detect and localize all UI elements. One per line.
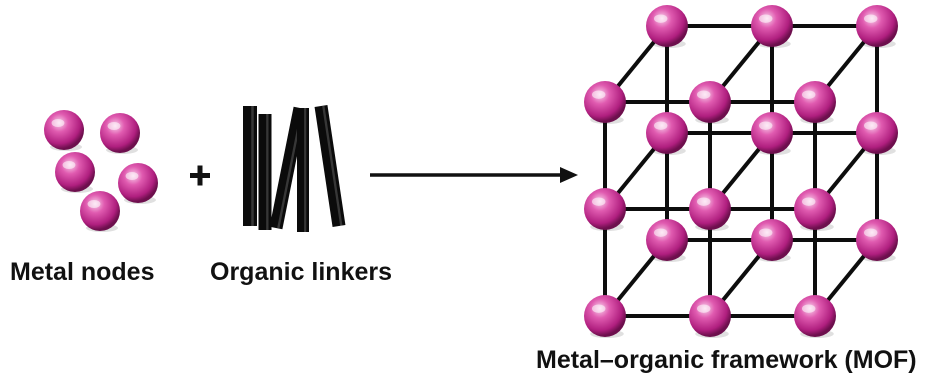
framework-node-sphere xyxy=(794,81,836,125)
framework-node-sphere xyxy=(856,5,898,49)
right-arrow-icon xyxy=(370,167,578,183)
plus-sign xyxy=(190,165,210,186)
metal-node-sphere xyxy=(44,110,84,151)
framework-node-sphere xyxy=(689,81,731,125)
metal-node-sphere xyxy=(80,191,120,232)
mof-label: Metal–organic framework (MOF) xyxy=(536,346,917,374)
framework-node-sphere xyxy=(751,5,793,49)
framework-node-sphere xyxy=(794,188,836,232)
framework-node-sphere xyxy=(856,219,898,263)
framework-node-sphere xyxy=(646,5,688,49)
framework-node-sphere xyxy=(689,295,731,339)
metal-nodes-group xyxy=(44,110,158,232)
mof-framework-edges xyxy=(603,24,879,318)
framework-node-sphere xyxy=(856,112,898,156)
organic-linkers-group xyxy=(243,105,346,232)
framework-node-sphere xyxy=(751,112,793,156)
metal-nodes-label: Metal nodes xyxy=(10,258,155,286)
framework-node-sphere xyxy=(646,112,688,156)
framework-node-sphere xyxy=(584,81,626,125)
metal-node-sphere xyxy=(100,113,140,154)
metal-node-sphere xyxy=(55,152,95,193)
organic-linker-rod-highlight xyxy=(322,105,343,227)
framework-node-sphere xyxy=(794,295,836,339)
mof-framework-nodes xyxy=(584,5,898,339)
framework-node-sphere xyxy=(584,295,626,339)
organic-linker-rod xyxy=(269,106,307,230)
organic-linkers-label: Organic linkers xyxy=(210,258,393,286)
framework-node-sphere xyxy=(751,219,793,263)
organic-linker-rod xyxy=(314,105,346,227)
framework-node-sphere xyxy=(646,219,688,263)
metal-node-sphere xyxy=(118,163,158,204)
framework-node-sphere xyxy=(689,188,731,232)
framework-node-sphere xyxy=(584,188,626,232)
